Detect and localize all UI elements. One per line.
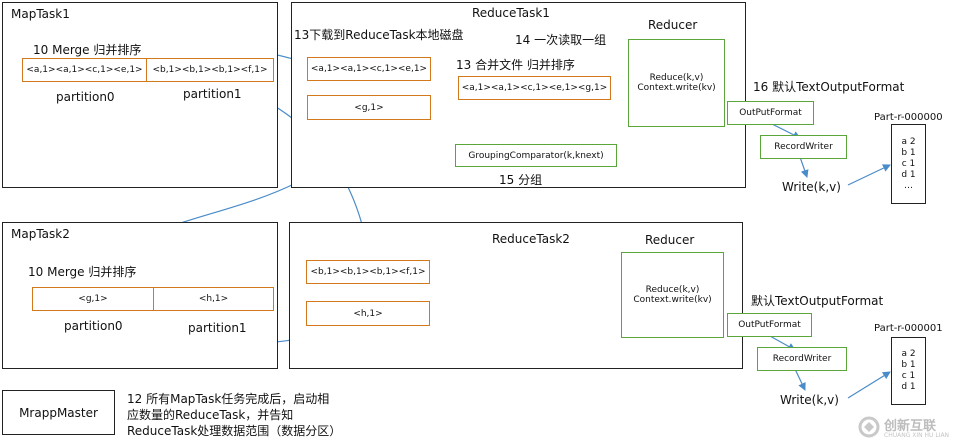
output2-recordwriter-box: RecordWriter (757, 347, 847, 371)
watermark-text-en: CHUANG XIN HU LIAN (884, 432, 950, 439)
reducetask1-box-g: <g,1> (307, 95, 431, 120)
output1-file-box: a 2 b 1 c 1 d 1 … (891, 124, 926, 204)
output2-file-line: d 1 (901, 382, 916, 392)
output1-file-line: b 1 (901, 147, 916, 158)
watermark-text-cn: 创新互联 (884, 419, 937, 434)
maptask2-partition1-box: <h,1> (153, 287, 274, 311)
maptask1-panel (2, 2, 278, 188)
reducetask2-reducer-box: Reduce(k,v) Context.write(kv) (621, 252, 724, 338)
arrow-write1-to-file1 (847, 164, 891, 186)
output2-write: Write(k,v) (780, 393, 839, 407)
master-note-line3: ReduceTask处理数据范围（数据分区） (127, 424, 342, 438)
maptask1-merge-label: 10 Merge 归并排序 (33, 43, 142, 57)
output1-outputformat-box: OutPutFormat (727, 101, 814, 125)
reducetask2-box-h: <h,1> (306, 301, 430, 326)
maptask1-partition0-label: partition0 (56, 90, 115, 104)
output1-file-line: … (904, 180, 913, 191)
reducetask1-reducer-box: Reduce(k,v) Context.write(kv) (628, 39, 725, 127)
reducetask2-reducer-title: Reducer (645, 233, 695, 247)
arrow-rw1-to-write1 (799, 156, 809, 178)
maptask2-merge-label: 10 Merge 归并排序 (28, 265, 137, 279)
output1-recordwriter-box: RecordWriter (760, 135, 847, 159)
reducetask2-box-b: <b,1><b,1><b,1><f,1> (306, 260, 430, 284)
maptask2-partition1-label: partition1 (188, 321, 247, 335)
watermark: 创新互联 CHUANG XIN HU LIAN (858, 413, 950, 443)
reducetask1-title: ReduceTask1 (472, 6, 550, 20)
mrappmaster-box: MrappMaster (2, 390, 115, 435)
reducetask1-merged-box: <a,1><a,1><c,1><e,1><g,1> (458, 76, 611, 100)
maptask2-partition0-box: <g,1> (32, 287, 154, 311)
arrow-write2-to-file2 (847, 371, 891, 399)
reducetask1-box-a: <a,1><a,1><c,1><e,1> (307, 57, 431, 81)
output2-file-box: a 2 b 1 c 1 d 1 (891, 337, 926, 405)
maptask1-partition0-box: <a,1><a,1><c,1><e,1> (22, 58, 147, 82)
output2-label: 默认TextOutputFormat (751, 294, 884, 308)
watermark-logo-icon (858, 416, 880, 438)
reducetask1-grouping-comparator: GroupingComparator(k,knext) (455, 144, 617, 167)
master-note-line2: 应数量的ReduceTask，并告知 (127, 408, 294, 422)
maptask1-partition1-label: partition1 (183, 87, 242, 101)
maptask2-title: MapTask2 (11, 227, 70, 241)
maptask1-title: MapTask1 (11, 7, 70, 21)
reducetask1-reducer-title: Reducer (648, 18, 698, 32)
reducetask1-step13-download: 13下载到ReduceTask本地磁盘 (294, 28, 464, 42)
output2-file-name: Part-r-000001 (874, 323, 943, 334)
reducetask1-step15: 15 分组 (499, 173, 543, 187)
output1-file-name: Part-r-000000 (874, 112, 943, 123)
maptask1-partition1-box: <b,1><b,1><b,1><f,1> (146, 58, 274, 82)
output2-file-line: b 1 (901, 360, 916, 370)
output2-file-line: a 2 (901, 349, 916, 359)
arrow-rw2-to-write2 (794, 368, 806, 391)
maptask2-partition0-label: partition0 (64, 319, 123, 333)
reducetask2-title: ReduceTask2 (492, 232, 570, 246)
master-note-line1: 12 所有MapTask任务完成后，启动相 (127, 392, 330, 406)
output1-file-line: a 2 (901, 136, 916, 147)
reducetask1-reduce-line2: Context.write(kv) (637, 83, 716, 93)
reducetask2-reduce-line2: Context.write(kv) (633, 295, 712, 305)
output1-file-line: c 1 (901, 158, 916, 169)
output2-file-line: c 1 (901, 371, 916, 381)
reducetask2-reduce-line1: Reduce(k,v) (645, 285, 700, 295)
output1-write: Write(k,v) (782, 180, 841, 194)
reducetask1-step14: 14 一次读取一组 (515, 33, 607, 47)
output2-outputformat-box: OutPutFormat (727, 313, 812, 337)
reducetask1-reduce-line1: Reduce(k,v) (649, 73, 704, 83)
output1-label: 16 默认TextOutputFormat (753, 80, 905, 94)
output1-file-line: d 1 (901, 169, 916, 180)
reducetask1-step13-merge: 13 合并文件 归并排序 (456, 58, 575, 72)
